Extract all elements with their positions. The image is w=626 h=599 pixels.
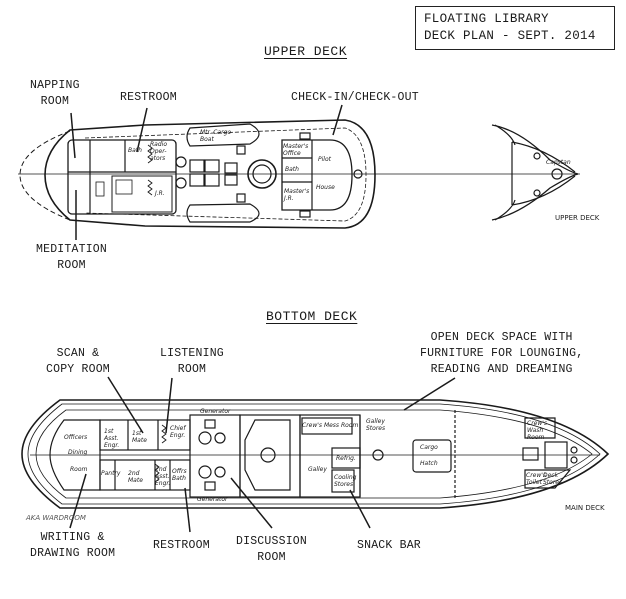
main-deck-caption: MAIN DECK	[565, 504, 605, 512]
plan-text-room: Room	[70, 466, 88, 473]
upper-deck-bow	[420, 124, 580, 221]
plan-text-crews-wash-room: Crew's Wash Room	[527, 420, 548, 441]
title-line-2: DECK PLAN - SEPT. 2014	[424, 29, 596, 43]
plan-text-offrs-bath: Offrs Bath	[172, 468, 187, 482]
label-scan-copy-room: SCAN & COPY ROOM	[46, 347, 110, 376]
plan-text-cargo: Cargo	[420, 444, 438, 451]
bottom-deck-hull	[21, 399, 610, 509]
plan-text-cooling-stores: Cooling Stores	[334, 474, 357, 488]
plan-text-radio-operators: Radio Oper-ators	[150, 141, 167, 162]
label-listening-room: LISTENING ROOM	[160, 347, 224, 376]
handwritten-note: AKA WARDROOM	[26, 514, 86, 522]
plan-text-masters-office: Master's Office	[283, 143, 309, 157]
label-writing-drawing-room: WRITING & DRAWING ROOM	[30, 531, 116, 560]
plan-text-capstan: Capstan	[546, 159, 571, 166]
plan-text-hatch: Hatch	[420, 460, 438, 467]
plan-text-2nd-asst-engr: 2nd Asst. Engr.	[155, 466, 171, 487]
label-upper-restroom: RESTROOM	[120, 91, 177, 104]
bottom-deck-heading: BOTTOM DECK	[266, 309, 358, 324]
plan-text-crews-mess-room: Crew's Mess Room	[302, 422, 359, 429]
plan-text-bath-2: Bath	[285, 166, 299, 173]
plan-text-chief-engr: Chief Engr.	[170, 425, 186, 439]
label-napping-room: NAPPING ROOM	[30, 79, 80, 108]
label-check-in-check-out: CHECK-IN/CHECK-OUT	[291, 91, 419, 104]
plan-text-officers: Officers	[64, 434, 88, 441]
title-box: FLOATING LIBRARY DECK PLAN - SEPT. 2014	[415, 6, 615, 50]
plan-text-house: House	[316, 184, 335, 191]
upper-deck-caption: UPPER DECK	[555, 214, 600, 222]
plan-text-1st-asst-engr: 1st Asst. Engr.	[104, 428, 120, 449]
plan-text-generator-bottom: Generator	[197, 496, 228, 503]
label-open-deck-space: OPEN DECK SPACE WITH FURNITURE FOR LOUNG…	[420, 331, 584, 376]
bottom-deck-leaders	[69, 376, 456, 533]
plan-text-1st-mate: 1st Mate	[132, 430, 147, 444]
upper-deck-leaders	[70, 104, 343, 240]
plan-text-deck-stores: Deck Stores	[543, 472, 563, 486]
plan-text-galley: Galley	[308, 466, 327, 473]
upper-deck-heading: UPPER DECK	[264, 44, 348, 59]
plan-text-pantry: Pantry	[101, 470, 121, 477]
plan-text-bath: Bath	[128, 147, 142, 154]
plan-text-jr: J.R.	[155, 190, 165, 197]
plan-text-pilot: Pilot	[318, 156, 331, 163]
plan-text-masters-jr: Master's J.R.	[284, 188, 310, 202]
label-snack-bar: SNACK BAR	[357, 539, 421, 552]
label-bottom-restroom: RESTROOM	[153, 539, 210, 552]
plan-text-motor-cargo-boat: Mtr. Cargo Boat	[200, 129, 232, 143]
plan-text-refrig: Refrig.	[336, 455, 356, 462]
plan-text-generator-top: Generator	[200, 408, 231, 415]
upper-deck-hull	[18, 119, 420, 229]
plan-text-crews-toilet: Crew's Toilet	[526, 472, 547, 486]
label-discussion-room: DISCUSSION ROOM	[236, 535, 308, 564]
plan-text-2nd-mate: 2nd Mate	[128, 470, 143, 484]
label-meditation-room: MEDITATION ROOM	[36, 243, 108, 272]
plan-text-galley-stores: Galley Stores	[366, 418, 386, 432]
title-line-1: FLOATING LIBRARY	[424, 12, 549, 26]
plan-text-dining: Dining	[68, 449, 88, 456]
